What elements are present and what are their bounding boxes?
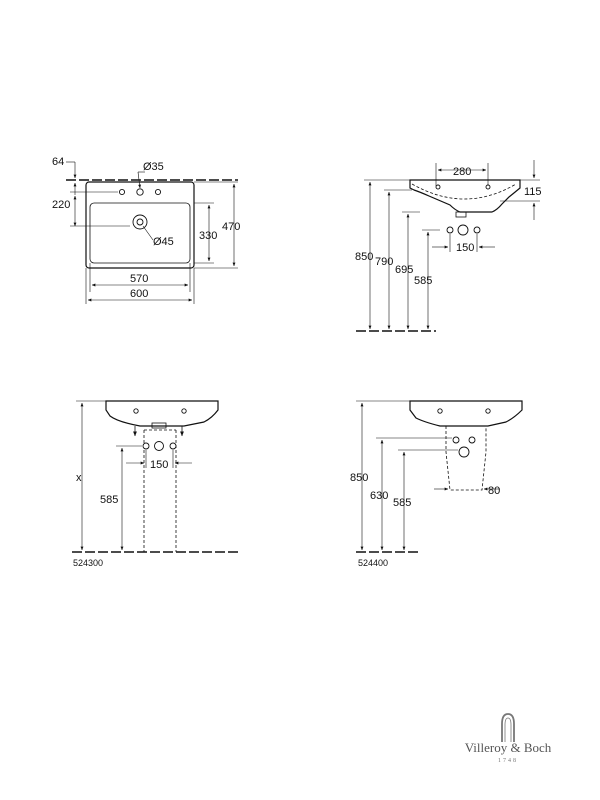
dim-64-label: 64: [52, 156, 64, 168]
dim-280-label: 280: [453, 166, 471, 178]
dim-570-label: 570: [130, 273, 148, 285]
pedestal-side-tap-right: [485, 408, 491, 414]
pedestal-front-code: 524300: [73, 558, 103, 568]
supply-connection-right: [473, 226, 481, 234]
side-view: 280 115 850 790 695 585: [355, 160, 542, 332]
pedestal-side-code: 524400: [358, 558, 388, 568]
ps-dim-630-label: 630: [370, 490, 388, 502]
dim-220-label: 220: [52, 199, 70, 211]
pedestal-front-basin: [105, 400, 219, 427]
pf-dim-585-label: 585: [100, 494, 118, 506]
dim-d35-label: Ø35: [143, 161, 164, 173]
tap-hole-center: [136, 188, 144, 196]
pf-dim-x-label: x: [76, 472, 82, 484]
side-tap-right: [485, 184, 491, 190]
dim-d45-label: Ø45: [153, 236, 174, 248]
ps-supply-left: [452, 436, 460, 444]
villeroy-boch-arch-logo-icon: [501, 713, 515, 742]
brand-name: Villeroy & Boch: [465, 740, 552, 755]
ps-waste: [458, 446, 470, 458]
pedestal-side-body: [445, 426, 487, 491]
dim-d45-leader: [142, 225, 154, 241]
tap-hole-left: [118, 188, 126, 196]
dim-d35-leader-b: [137, 171, 142, 189]
pedestal-front-view: 150 x 585 524300: [72, 400, 238, 568]
brand-year: 1748: [498, 758, 518, 764]
dim-330-label: 330: [199, 230, 217, 242]
basin-side-profile: [409, 179, 521, 213]
dim-600-label: 600: [130, 288, 148, 300]
top-view: 64 Ø35 220 Ø45 330 470 570: [52, 156, 240, 304]
pf-supply-right: [169, 442, 177, 450]
pedestal-front-body: [143, 429, 177, 552]
dim-115-label: 115: [524, 186, 542, 198]
dim-585-label: 585: [414, 275, 432, 287]
ps-supply-right: [468, 436, 476, 444]
basin-side-waste: [455, 211, 467, 218]
pf-waste: [154, 441, 164, 451]
pedestal-front-tap-right: [181, 408, 187, 414]
supply-connection-left: [446, 226, 454, 234]
dim-695-label: 695: [395, 264, 413, 276]
pedestal-side-tap-left: [437, 408, 443, 414]
pedestal-front-tap-left: [133, 408, 139, 414]
pf-dim-150-label: 150: [150, 459, 168, 471]
pedestal-side-view: 850 630 585 80 524400: [350, 400, 523, 568]
waste-connection: [457, 224, 469, 236]
ps-dim-850-label: 850: [350, 472, 368, 484]
basin-side-bowl: [411, 183, 517, 200]
drain-inner: [136, 218, 144, 226]
basin-bowl: [89, 202, 191, 264]
tap-hole-right: [154, 188, 162, 196]
pedestal-side-basin: [409, 400, 523, 427]
dim-470-label: 470: [222, 221, 240, 233]
pedestal-front-waste: [151, 422, 167, 429]
dim-150-label: 150: [456, 242, 474, 254]
dim-850-label: 850: [355, 251, 373, 263]
basin-outline: [85, 181, 195, 269]
pf-supply-left: [142, 442, 150, 450]
side-tap-left: [435, 184, 441, 190]
ps-dim-80-label: 80: [488, 485, 500, 497]
ps-dim-585-label: 585: [393, 497, 411, 509]
dim-790-label: 790: [375, 256, 393, 268]
brand-block: Villeroy & Boch 1748: [465, 713, 552, 764]
